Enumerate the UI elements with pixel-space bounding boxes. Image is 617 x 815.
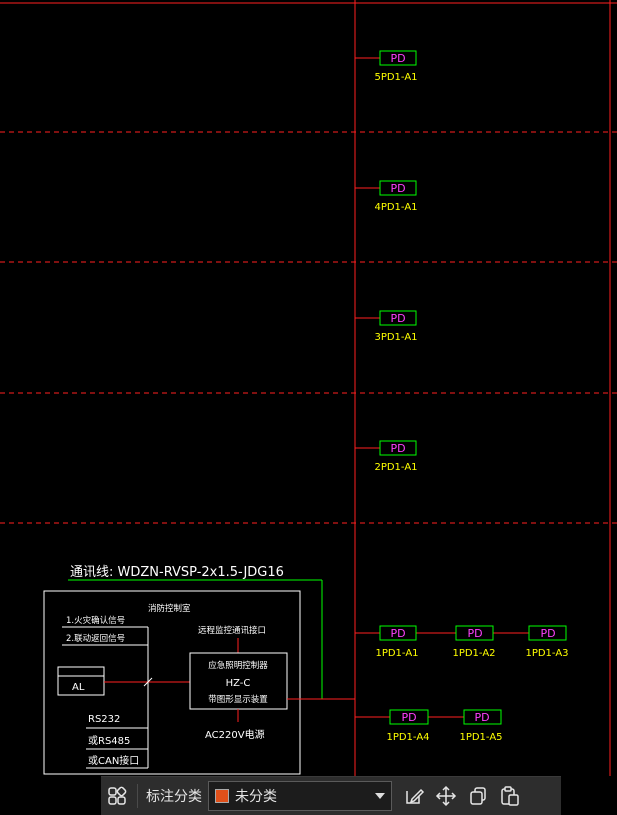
panel-label: 1PD1-A1 (375, 648, 418, 659)
panel-label: 4PD1-A1 (374, 202, 417, 213)
panel-label: 1PD1-A4 (386, 732, 429, 743)
pd-box-text: PD (401, 711, 416, 724)
pd-box (455, 625, 494, 641)
al-box (57, 666, 105, 696)
pd-box-text: PD (467, 627, 482, 640)
move-icon[interactable] (430, 780, 462, 812)
cad-drawing-canvas[interactable]: PD 5PD1-A1 PD 4PD1-A1 PD 3PD1-A1 PD 2PD1… (0, 0, 617, 776)
pd-box-text: PD (390, 627, 405, 640)
comm-cable-annotation: 通讯线: WDZN-RVSP-2x1.5-JDG16 (68, 565, 323, 699)
al-tick (143, 677, 153, 687)
category-dropdown[interactable]: 未分类 (208, 781, 392, 811)
floor-panel-2[interactable]: PD 2PD1-A1 (355, 440, 418, 473)
category-color-swatch (215, 789, 229, 803)
pd-box-text: PD (390, 52, 405, 65)
control-room-frame (43, 590, 301, 775)
pd-box (379, 50, 417, 66)
pd-box (379, 310, 417, 326)
panel-label: 1PD1-A5 (459, 732, 502, 743)
panel-label: 1PD1-A2 (452, 648, 495, 659)
pd-box (379, 625, 417, 641)
pd-box-text: PD (474, 711, 489, 724)
panel-1pd1-a2[interactable]: PD 1PD1-A2 (452, 625, 496, 659)
pd-box (379, 180, 417, 196)
category-selected-value: 未分类 (235, 789, 277, 805)
controller-title: 应急照明控制器 (208, 660, 268, 671)
pd-box (463, 709, 502, 725)
first-floor-row-a: PD 1PD1-A1 PD 1PD1-A2 PD 1PD1-A3 (355, 625, 569, 659)
fire-control-room[interactable]: 消防控制室 1.火灾确认信号 2.联动返回信号 AL RS232 或RS485 … (43, 590, 355, 775)
floor-panel-3[interactable]: PD 3PD1-A1 (355, 310, 418, 343)
signal-2-label: 2.联动返回信号 (66, 633, 125, 644)
remote-port-label: 远程监控通讯接口 (198, 625, 266, 636)
panel-1pd1-a1[interactable]: PD 1PD1-A1 (375, 625, 419, 659)
floor-panel-5[interactable]: PD 5PD1-A1 (355, 50, 418, 83)
control-room-title: 消防控制室 (148, 603, 191, 614)
controller-subtitle: 带图形显示装置 (208, 694, 268, 705)
panel-label: 1PD1-A3 (525, 648, 568, 659)
panel-label: 5PD1-A1 (374, 72, 417, 83)
panel-1pd1-a5[interactable]: PD 1PD1-A5 (459, 709, 503, 743)
panel-label: 2PD1-A1 (374, 462, 417, 473)
pd-box-text: PD (540, 627, 555, 640)
floor-dividers (0, 131, 617, 524)
edit-icon[interactable] (398, 780, 430, 812)
al-label: AL (72, 682, 85, 693)
floor-panel-4[interactable]: PD 4PD1-A1 (355, 180, 418, 213)
paste-icon[interactable] (494, 780, 526, 812)
pd-box (379, 440, 417, 456)
signal-1-label: 1.火灾确认信号 (66, 615, 125, 626)
first-floor-row-b: PD 1PD1-A4 PD 1PD1-A5 (355, 709, 503, 743)
pd-box-text: PD (390, 442, 405, 455)
power-label: AC220V电源 (205, 728, 265, 741)
rs485-label: 或RS485 (88, 735, 130, 747)
chevron-down-icon (375, 793, 385, 799)
copy-icon[interactable] (462, 780, 494, 812)
panel-1pd1-a4[interactable]: PD 1PD1-A4 (386, 709, 430, 743)
pd-box (528, 625, 567, 641)
rs232-label: RS232 (88, 714, 120, 725)
pd-box-text: PD (390, 312, 405, 325)
toolbar-separator (137, 784, 138, 808)
panel-label: 3PD1-A1 (374, 332, 417, 343)
can-label: 或CAN接口 (88, 754, 139, 767)
apps-icon[interactable] (101, 780, 133, 812)
controller-model: HZ-C (226, 678, 251, 689)
panel-1pd1-a3[interactable]: PD 1PD1-A3 (525, 625, 569, 659)
category-label: 标注分类 (146, 789, 202, 805)
pd-box (389, 709, 429, 725)
pd-box-text: PD (390, 182, 405, 195)
annotation-toolbar: 标注分类 未分类 (101, 776, 561, 815)
comm-cable-label: 通讯线: WDZN-RVSP-2x1.5-JDG16 (70, 565, 284, 580)
